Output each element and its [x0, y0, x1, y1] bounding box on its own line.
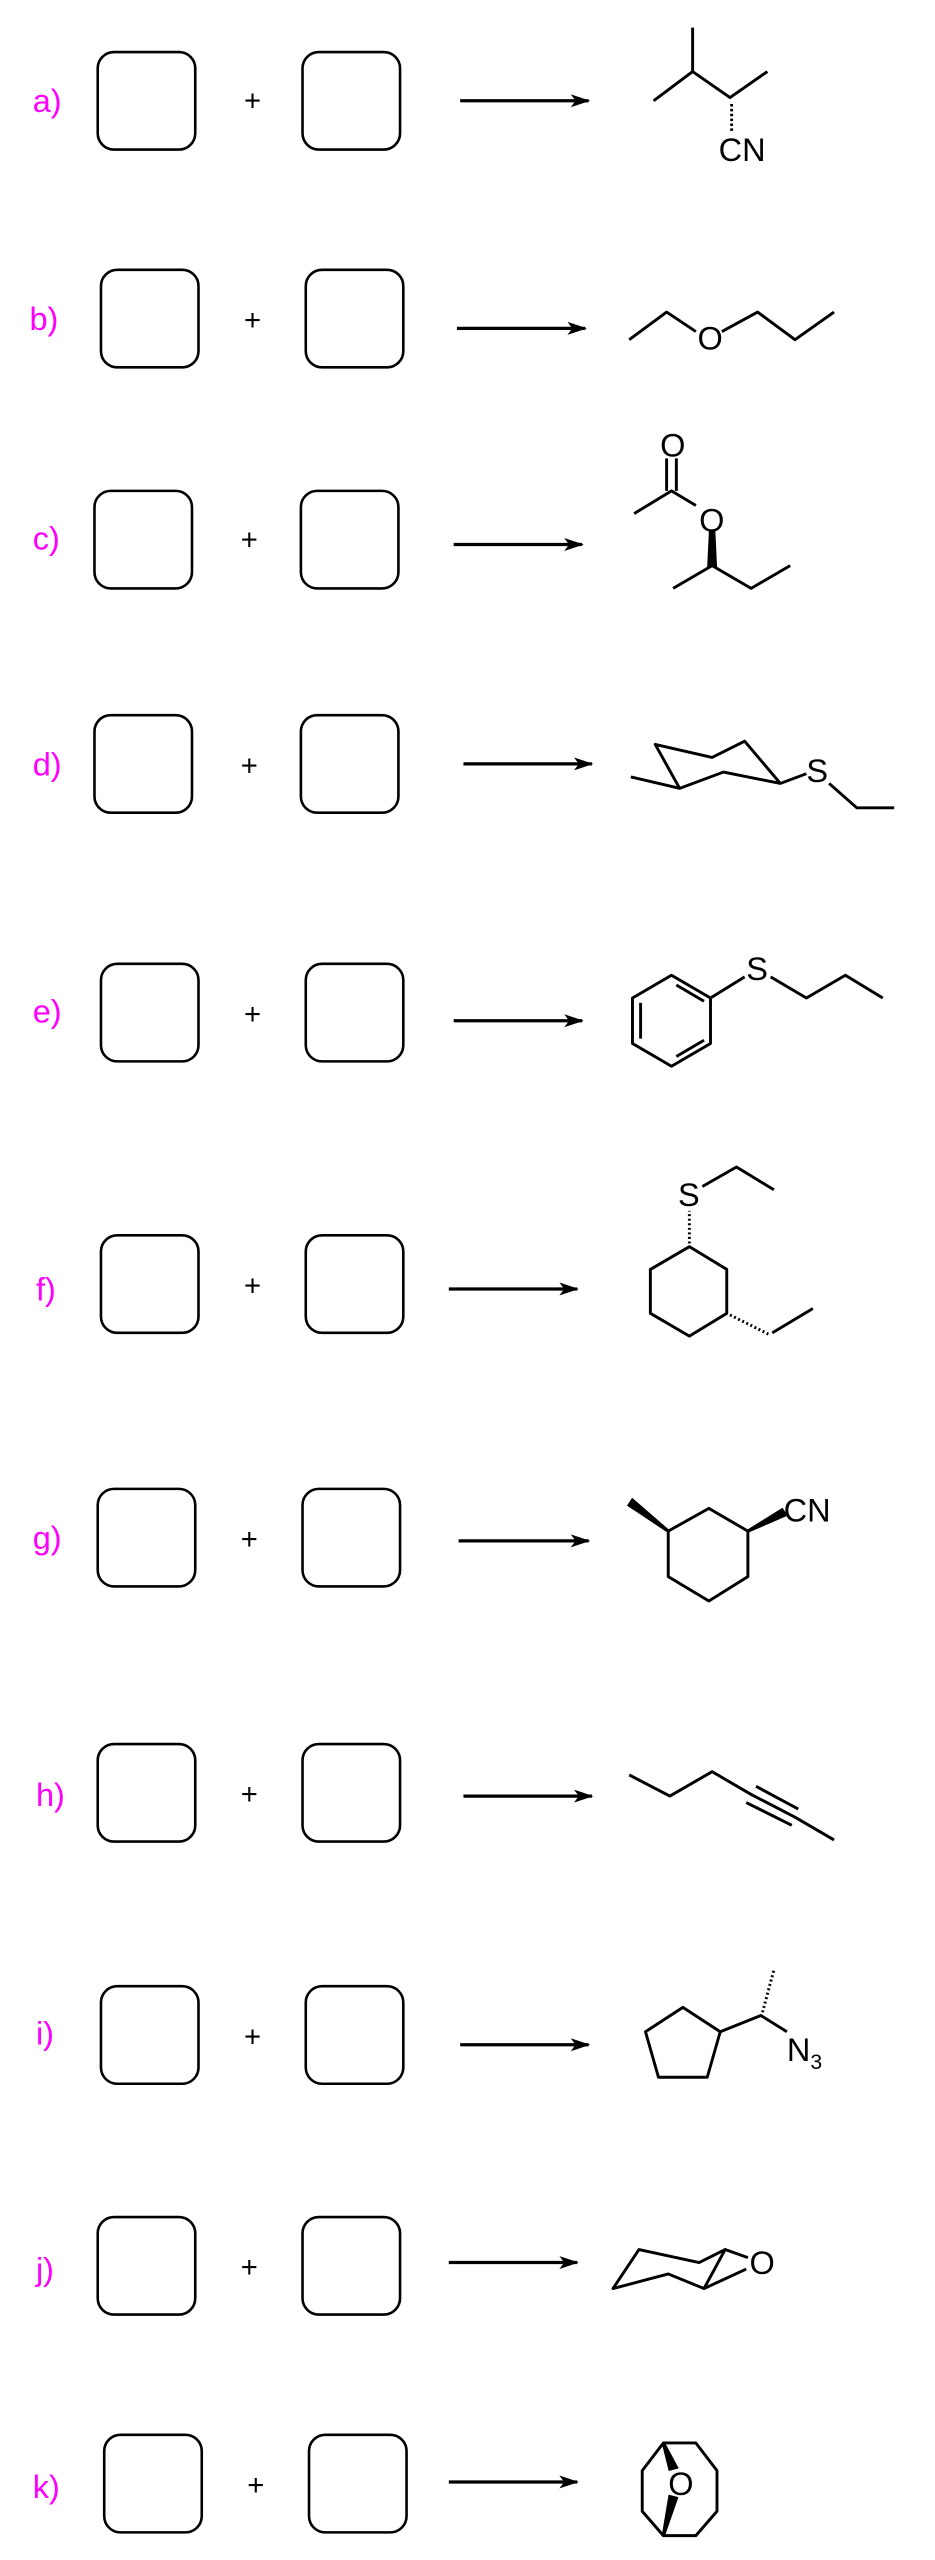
problem-c: c) + O O: [33, 428, 791, 590]
reactant-box-1[interactable]: [99, 1984, 200, 2086]
plus-sign: +: [244, 86, 261, 118]
reactant-box-2[interactable]: [304, 268, 405, 369]
plus-sign: +: [241, 524, 258, 556]
problem-b: b) + O: [29, 268, 835, 369]
reactant-box-2[interactable]: [304, 962, 405, 1063]
reactant-box-1[interactable]: [99, 1234, 200, 1335]
atom-subscript: 3: [810, 2051, 822, 2074]
atom-label: O: [697, 320, 722, 356]
problem-e: e) + S: [33, 951, 884, 1068]
problem-k: k) + O: [33, 2433, 719, 2538]
reactant-box-1[interactable]: [102, 2433, 204, 2534]
product-structure: S: [630, 739, 895, 810]
atom-label: S: [806, 753, 828, 789]
plus-sign: +: [241, 750, 258, 782]
problem-label: k): [33, 2469, 60, 2505]
problem-a: a) + CN: [33, 27, 769, 168]
atom-label: CN: [719, 132, 766, 168]
problem-i: i) + N3: [36, 1969, 822, 2086]
product-structure: O: [628, 310, 835, 356]
atom-label: O: [750, 2245, 775, 2281]
reactant-box-1[interactable]: [96, 1742, 197, 1843]
problem-label: f): [36, 1271, 56, 1307]
problem-label: a): [33, 83, 62, 119]
product-structure: N3: [644, 1969, 822, 2079]
product-structure: O: [640, 2441, 719, 2538]
atom-label: O: [660, 428, 685, 464]
plus-sign: +: [244, 2021, 261, 2053]
atom-label: O: [668, 2466, 693, 2502]
plus-sign: +: [241, 1524, 258, 1556]
problem-label: h): [36, 1777, 65, 1813]
reactant-box-1[interactable]: [96, 1487, 197, 1588]
reactant-box-1[interactable]: [96, 2215, 197, 2316]
problem-label: j): [35, 2251, 54, 2287]
atom-label: S: [678, 1177, 700, 1213]
reactant-box-2[interactable]: [299, 713, 400, 814]
atom-label: CN: [784, 1492, 831, 1528]
product-structure: S: [631, 951, 884, 1068]
problem-f: f) + S: [36, 1165, 814, 1338]
reactant-box-2[interactable]: [301, 50, 402, 151]
reactant-box-2[interactable]: [304, 1984, 405, 2086]
atom-label: N3: [787, 2032, 822, 2074]
product-structure: O: [611, 2245, 775, 2291]
reactant-box-2[interactable]: [301, 2215, 402, 2316]
plus-sign: +: [244, 1270, 261, 1302]
problem-label: d): [33, 746, 62, 782]
reactant-box-1[interactable]: [93, 713, 194, 814]
product-structure: O O: [633, 428, 791, 590]
atom-label: O: [699, 503, 724, 539]
problem-label: c): [33, 520, 60, 556]
problem-j: j) + O: [35, 2215, 775, 2316]
reactant-box-1[interactable]: [99, 268, 200, 369]
plus-sign: +: [241, 1779, 258, 1811]
atom-symbol: N: [787, 2032, 810, 2068]
plus-sign: +: [244, 999, 261, 1031]
problem-label: e): [33, 993, 62, 1029]
product-structure: S: [648, 1165, 814, 1338]
product-structure: CN: [626, 1492, 831, 1603]
reactant-box-2[interactable]: [301, 1487, 402, 1588]
plus-sign: +: [241, 2252, 258, 2284]
problem-label: b): [29, 301, 58, 337]
atom-label: S: [746, 951, 768, 987]
product-structure: CN: [652, 27, 769, 168]
reactant-box-2[interactable]: [307, 2433, 408, 2534]
problem-h: h) +: [36, 1742, 835, 1843]
reactant-box-2[interactable]: [301, 1742, 402, 1843]
plus-sign: +: [244, 305, 261, 337]
problem-label: i): [36, 2016, 54, 2052]
plus-sign: +: [247, 2470, 264, 2502]
problem-d: d) + S: [33, 713, 895, 814]
reactant-box-1[interactable]: [96, 50, 197, 151]
problem-g: g) + CN: [33, 1487, 831, 1603]
reactant-box-2[interactable]: [304, 1234, 405, 1335]
reactant-box-1[interactable]: [99, 962, 200, 1063]
reactant-box-2[interactable]: [299, 489, 400, 590]
problem-label: g): [33, 1520, 62, 1556]
reactant-box-1[interactable]: [93, 489, 194, 590]
product-structure: [628, 1770, 835, 1842]
